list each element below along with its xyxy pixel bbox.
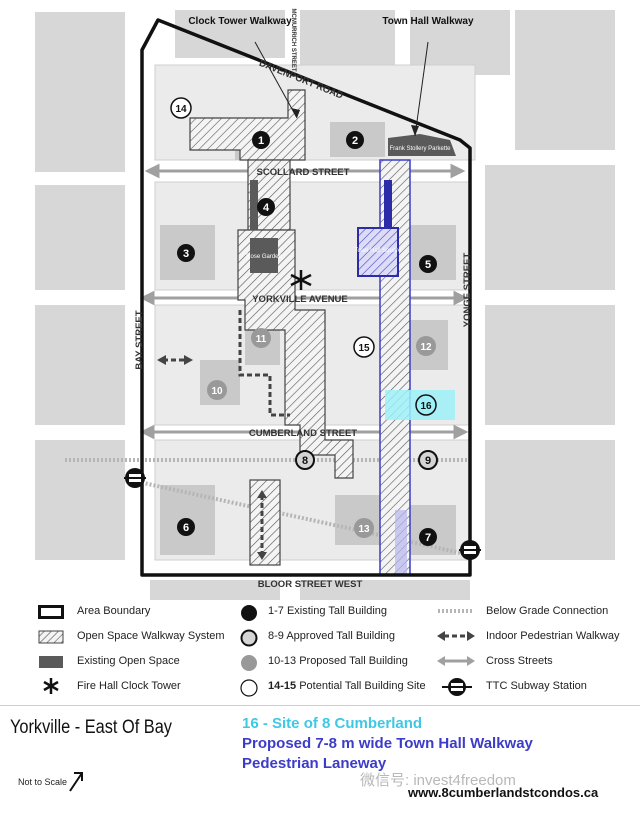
svg-text:9: 9: [425, 455, 431, 467]
walkway-swatch: [38, 630, 64, 644]
indoor-arrow-left: [157, 355, 166, 365]
legend-potential-site-label: Potential Tall Building Site: [299, 680, 426, 692]
ttc-subway-icon: [442, 678, 472, 696]
legend-potential-site-range: 14-15: [268, 680, 297, 692]
website-url: www.8cumberlandstcondos.ca: [408, 785, 599, 800]
svg-text:3: 3: [183, 248, 189, 260]
town-hall-square: [357, 227, 399, 277]
building-12: 12: [416, 336, 436, 356]
street-yorkville: YORKVILLE AVENUE: [252, 294, 348, 305]
approved-tall-swatch: [240, 629, 258, 647]
indoor-walkway-swatch: [437, 631, 475, 641]
area-map: Town Hall Square Rose Garden Frank Stoll…: [35, 9, 615, 600]
svg-text:4: 4: [263, 202, 270, 214]
footer: Yorkville - East Of Bay 16 - Site of 8 C…: [0, 705, 640, 815]
svg-text:15: 15: [358, 343, 370, 354]
building-14: 14: [170, 97, 192, 119]
street-bay: BAY STREET: [134, 310, 145, 369]
street-mcmurrich: MCMURRICH STREET: [290, 9, 296, 72]
building-4: 4: [257, 198, 275, 216]
area-boundary: [140, 18, 472, 577]
caption-town-hall-walkway: Proposed 7-8 m wide Town Hall Walkway: [242, 735, 533, 752]
wechat-watermark: 微信号: invest4freedom: [360, 772, 516, 789]
building-15: 15: [353, 336, 375, 358]
legend-existing-tall: 1-7 Existing Tall Building: [268, 605, 388, 617]
caption-site-16: 16 - Site of 8 Cumberland: [242, 715, 423, 732]
svg-text:6: 6: [183, 522, 189, 534]
svg-text:14: 14: [175, 104, 187, 115]
svg-text:12: 12: [420, 342, 432, 353]
svg-text:8: 8: [302, 455, 308, 467]
svg-text:2: 2: [352, 135, 358, 147]
legend-below-grade: Below Grade Connection: [486, 605, 609, 617]
svg-text:10: 10: [211, 386, 223, 397]
building-2: 2: [346, 131, 364, 149]
svg-text:16: 16: [420, 401, 432, 412]
indoor-arrow-right: [184, 355, 193, 365]
indoor-walkways: [163, 310, 290, 555]
indoor-arrow-up: [257, 490, 267, 498]
town-hall-square-label: Town Hall Square: [354, 248, 402, 254]
street-yonge: YONGE STREET: [462, 253, 473, 328]
legend-cross-streets: Cross Streets: [486, 655, 553, 667]
building-10: 10: [207, 380, 227, 400]
callout-town-hall: Town Hall Walkway: [382, 16, 474, 27]
existing-open-space-swatch: [39, 656, 63, 668]
building-5: 5: [419, 255, 437, 273]
building-9: 9: [418, 450, 438, 470]
ttc-station-yonge: [459, 540, 481, 560]
legend-area-boundary: Area Boundary: [77, 605, 151, 617]
legend-approved-tall: 8-9 Approved Tall Building: [268, 630, 395, 642]
svg-text:5: 5: [425, 259, 431, 271]
fire-hall-clock-tower: [290, 270, 312, 290]
street-bloor: BLOOR STREET WEST: [258, 579, 363, 590]
page-title: Yorkville - East Of Bay: [10, 717, 172, 738]
clock-tower-icon: [43, 678, 59, 694]
rose-garden-label: Rose Garden: [246, 254, 282, 260]
legend-potential-site: 14-15 Potential Tall Building Site: [268, 680, 426, 692]
north-arrow-icon: [69, 772, 83, 792]
caption-pedestrian-laneway: Pedestrian Laneway: [242, 755, 387, 772]
legend-indoor-walkway: Indoor Pedestrian Walkway: [486, 630, 620, 642]
building-1: 1: [252, 131, 270, 149]
legend-proposed-tall: 10-13 Proposed Tall Building: [268, 655, 408, 667]
building-13: 13: [354, 518, 374, 538]
street-cumberland: CUMBERLAND STREET: [249, 428, 357, 439]
building-7: 7: [419, 528, 437, 546]
map-legend: Area Boundary Open Space Walkway System …: [0, 600, 640, 705]
street-scollard: SCOLLARD STREET: [257, 167, 350, 178]
legend-existing-open-space: Existing Open Space: [77, 655, 180, 667]
svg-text:13: 13: [358, 524, 370, 535]
building-16: 16: [415, 394, 437, 416]
svg-text:1: 1: [258, 135, 264, 147]
building-3: 3: [177, 244, 195, 262]
legend-walkway: Open Space Walkway System: [77, 630, 225, 642]
legend-clock-tower: Fire Hall Clock Tower: [77, 680, 181, 692]
cross-streets-swatch: [437, 656, 475, 666]
existing-open-spaces: [250, 134, 456, 273]
ttc-station-bay: [124, 468, 146, 488]
existing-tall-swatch: [241, 605, 257, 621]
svg-text:7: 7: [425, 532, 431, 544]
below-grade-swatch: [438, 609, 474, 613]
proposed-tall-swatch: [241, 655, 257, 671]
area-boundary-swatch: [38, 605, 64, 619]
town-hall-walkway: [379, 159, 411, 576]
not-to-scale-label: Not to Scale: [18, 777, 68, 787]
callout-clock-tower: Clock Tower Walkway: [188, 16, 292, 27]
svg-text:11: 11: [256, 334, 267, 345]
frank-stollery-label: Frank Stollery Parkette: [389, 146, 451, 152]
walkway-system: [189, 89, 354, 566]
building-11: 11: [251, 328, 271, 348]
potential-site-swatch: [240, 679, 258, 697]
legend-ttc-subway: TTC Subway Station: [486, 680, 587, 692]
indoor-arrow-down: [257, 552, 267, 560]
building-6: 6: [177, 518, 195, 536]
building-8: 8: [295, 450, 315, 470]
